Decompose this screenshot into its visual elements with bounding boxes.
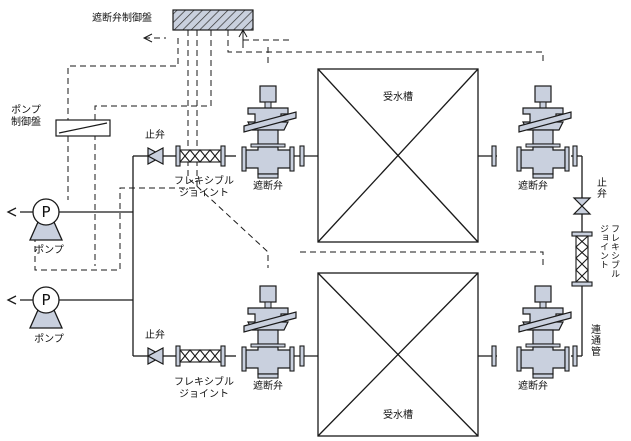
valve-label-upper-left: 遮断弁 <box>253 181 283 192</box>
valve-label-lower-right: 遮断弁 <box>518 381 548 392</box>
pump-panel-label: ポンプ 制御盤 <box>11 105 41 128</box>
flex-joint-label-lower: フレキシブル ジョイント <box>174 377 234 400</box>
tank-lower <box>317 272 479 437</box>
stop-valve-right <box>572 197 592 215</box>
valve-label-lower-left: 遮断弁 <box>253 381 283 392</box>
flexible-joint-upper <box>175 145 226 167</box>
flexible-joint-right <box>571 231 593 287</box>
tank-label-lower: 受水槽 <box>383 410 413 421</box>
stop-valve-upper <box>146 147 165 165</box>
signal-arrows <box>142 28 248 48</box>
shutoff-valve-lower-left <box>241 285 297 379</box>
pump-upper <box>28 198 64 241</box>
valve-label-upper-right: 遮断弁 <box>518 181 548 192</box>
pipe-flanges <box>299 145 578 367</box>
flexible-joint-lower <box>175 345 226 367</box>
flex-joint-label-right: フレキシブル ジョイント <box>598 224 619 278</box>
stop-valve-label-lower: 止弁 <box>145 330 165 341</box>
pump-label-upper: ポンプ <box>34 245 64 256</box>
shutoff-valve-upper-right <box>516 85 572 179</box>
tank-upper <box>317 68 479 243</box>
flex-joint-label-upper: フレキシブル ジョイント <box>174 176 234 199</box>
stop-valve-label-upper: 止弁 <box>145 130 165 141</box>
pump-symbol-lower: P <box>41 291 51 309</box>
shutoff-valve-upper-left <box>241 85 297 179</box>
tank-label-upper: 受水槽 <box>383 92 413 103</box>
pump-control-panel <box>55 119 111 137</box>
pump-symbol-upper: P <box>41 203 51 221</box>
stop-valve-label-right: 止 弁 <box>597 178 607 200</box>
connecting-pipe-label: 連 通 管 <box>591 325 601 358</box>
stop-valve-lower <box>146 347 165 365</box>
piping <box>20 155 583 357</box>
outlet-arrows <box>6 207 17 305</box>
pump-lower <box>28 286 64 329</box>
shutoff-valve-lower-right <box>516 285 572 379</box>
control-panel-label: 遮断弁制御盤 <box>92 13 152 24</box>
pump-label-lower: ポンプ <box>34 334 64 345</box>
control-panel-box <box>172 9 254 31</box>
